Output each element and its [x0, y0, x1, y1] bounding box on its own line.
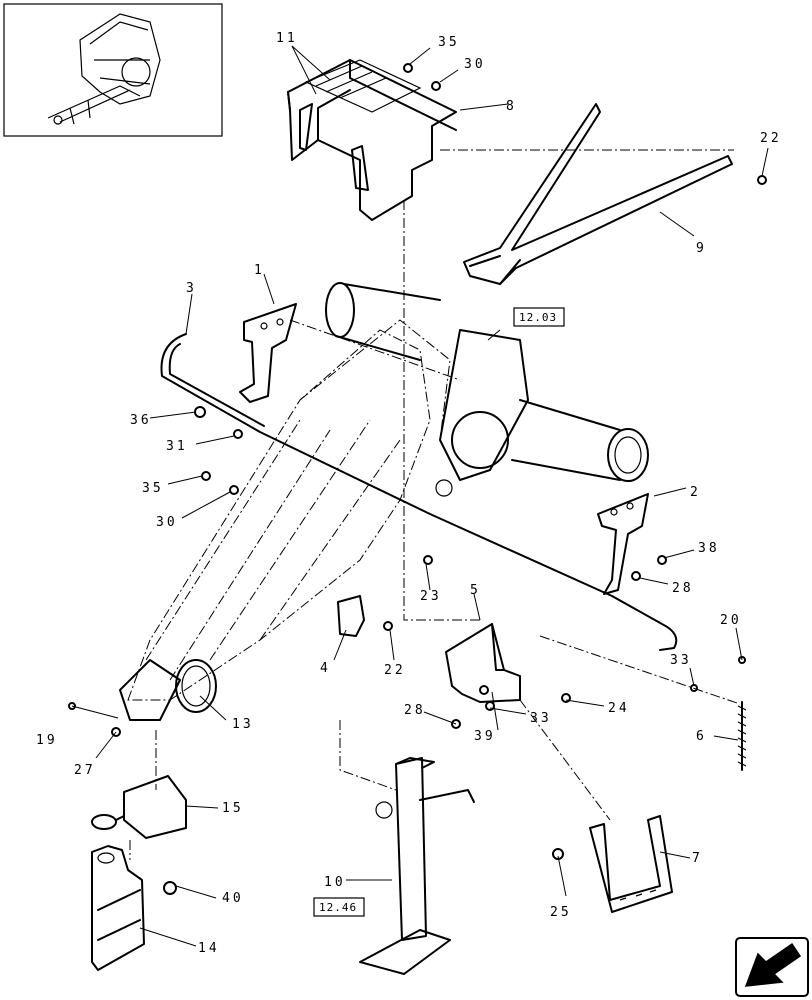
assembly-center-lines	[129, 149, 741, 860]
next-page-arrow-icon[interactable]	[735, 937, 809, 997]
reference-box-bottom: 12.46	[313, 897, 365, 917]
callout-15: 15	[222, 801, 244, 816]
hardware-fasteners	[68, 63, 767, 895]
callout-labels: 11 35 30 8 22 9 1 3 36 31 35 30 2 38 28 …	[36, 31, 782, 956]
callout-30: 30	[156, 515, 178, 530]
plate-bracket-part-2	[597, 493, 649, 595]
callout-31: 31	[166, 439, 188, 454]
step-part-7	[589, 815, 673, 913]
callout-33: 33	[530, 711, 552, 726]
callout-13: 13	[232, 717, 254, 732]
reference-label: 12.03	[519, 311, 557, 324]
callout-28: 28	[404, 703, 426, 718]
reference-box-top: 12.03	[513, 307, 565, 327]
callout-27: 27	[74, 763, 96, 778]
callout-38: 38	[698, 541, 720, 556]
bracket-part-4	[337, 595, 365, 637]
callout-22: 22	[760, 131, 782, 146]
callout-35: 35	[142, 481, 164, 496]
callout-40: 40	[222, 891, 244, 906]
clamp-part-13	[119, 659, 217, 721]
jack-part-10	[359, 757, 475, 975]
callout-19: 19	[36, 733, 58, 748]
long-arm-part-9	[463, 103, 733, 285]
callout-7: 7	[692, 851, 703, 866]
hitch-part-15	[91, 775, 187, 839]
callout-36: 36	[130, 413, 152, 428]
callout-35: 35	[438, 35, 460, 50]
callout-39: 39	[474, 729, 496, 744]
callout-25: 25	[550, 905, 572, 920]
callout-leader-lines	[71, 45, 769, 947]
bracket-box-part-8	[287, 59, 457, 221]
bent-rod-part-3	[160, 333, 678, 651]
callout-4: 4	[320, 661, 331, 676]
callout-33: 33	[670, 653, 692, 668]
callout-24: 24	[608, 701, 630, 716]
callout-6: 6	[696, 729, 707, 744]
frame-tongue-structure	[127, 319, 451, 701]
reference-label: 12.46	[319, 901, 357, 914]
axle-cylinder-assembly	[325, 282, 649, 497]
callout-1: 1	[254, 263, 265, 278]
spring-part-6	[737, 701, 747, 771]
callout-22: 22	[384, 663, 406, 678]
callout-8: 8	[506, 99, 517, 114]
callout-30: 30	[464, 57, 486, 72]
bracket-part-5	[445, 623, 521, 703]
hitch-bracket-part-14	[91, 845, 145, 971]
callout-11: 11	[276, 31, 298, 46]
machine-overview-thumbnail	[3, 3, 223, 137]
callout-23: 23	[420, 589, 442, 604]
callout-20: 20	[720, 613, 742, 628]
callout-14: 14	[198, 941, 220, 956]
callout-9: 9	[696, 241, 707, 256]
plate-bracket-part-1	[239, 303, 297, 403]
callout-5: 5	[470, 583, 481, 598]
callout-3: 3	[186, 281, 197, 296]
callout-2: 2	[690, 485, 701, 500]
callout-28: 28	[672, 581, 694, 596]
callout-10: 10	[324, 875, 346, 890]
